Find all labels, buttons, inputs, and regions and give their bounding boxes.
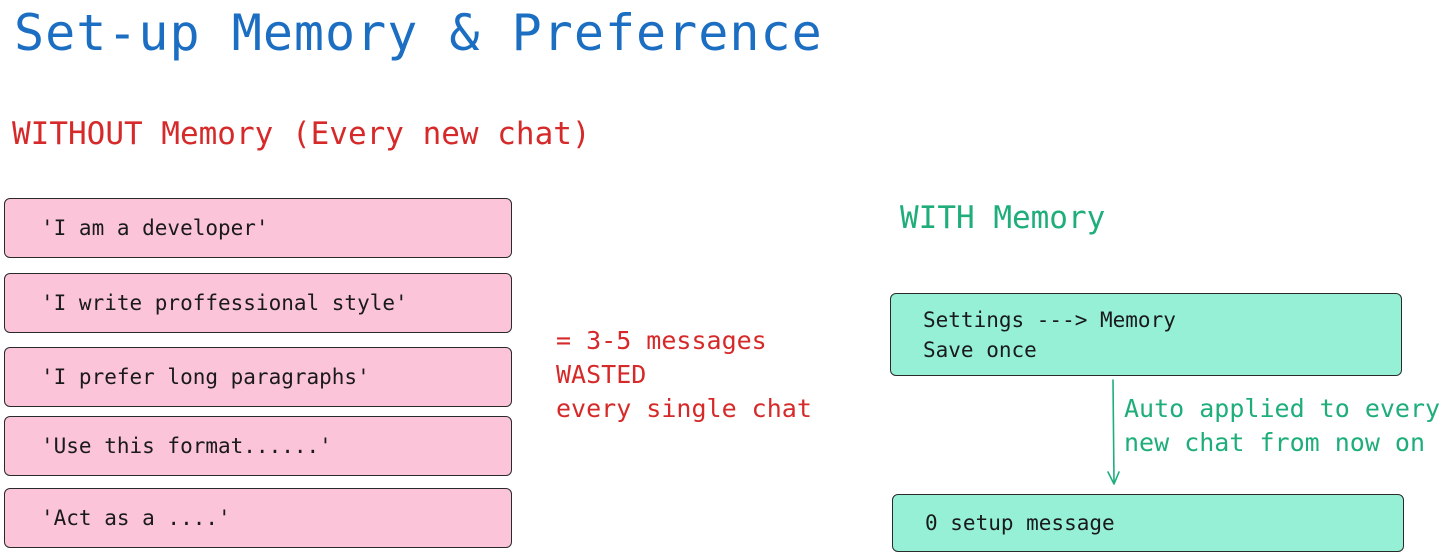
auto-applied-note: Auto applied to every new chat from now … (1124, 392, 1440, 460)
message-text: 'I am a developer' (41, 216, 269, 240)
zero-setup-text: 0 setup message (925, 511, 1115, 535)
message-text: 'Act as a ....' (41, 506, 231, 530)
wasted-line-every-chat: every single chat (556, 394, 812, 423)
settings-path-text: Settings ---> Memory (923, 307, 1176, 332)
message-box-style: 'I write proffessional style' (4, 273, 512, 333)
with-memory-heading: WITH Memory (900, 200, 1106, 236)
message-text: 'Use this format......' (41, 434, 332, 458)
wasted-messages-note: = 3-5 messages WASTED every single chat (556, 324, 812, 426)
down-arrow-icon (1107, 379, 1120, 485)
message-text: 'I prefer long paragraphs' (41, 365, 370, 389)
settings-memory-box: Settings ---> Memory Save once (890, 293, 1402, 376)
page-title: Set-up Memory & Preference (14, 4, 823, 62)
message-box-developer: 'I am a developer' (4, 198, 512, 258)
message-box-act-as: 'Act as a ....' (4, 488, 512, 548)
message-text: 'I write proffessional style' (41, 291, 408, 315)
auto-applied-line-2: new chat from now on (1124, 428, 1426, 457)
auto-applied-line-1: Auto applied to every (1124, 394, 1441, 423)
message-box-paragraphs: 'I prefer long paragraphs' (4, 347, 512, 407)
wasted-line-label: WASTED (556, 360, 647, 389)
wasted-line-count: = 3-5 messages (556, 326, 767, 355)
without-memory-heading: WITHOUT Memory (Every new chat) (12, 116, 591, 152)
zero-setup-box: 0 setup message (892, 494, 1404, 552)
message-box-format: 'Use this format......' (4, 416, 512, 476)
save-once-text: Save once (923, 337, 1037, 362)
